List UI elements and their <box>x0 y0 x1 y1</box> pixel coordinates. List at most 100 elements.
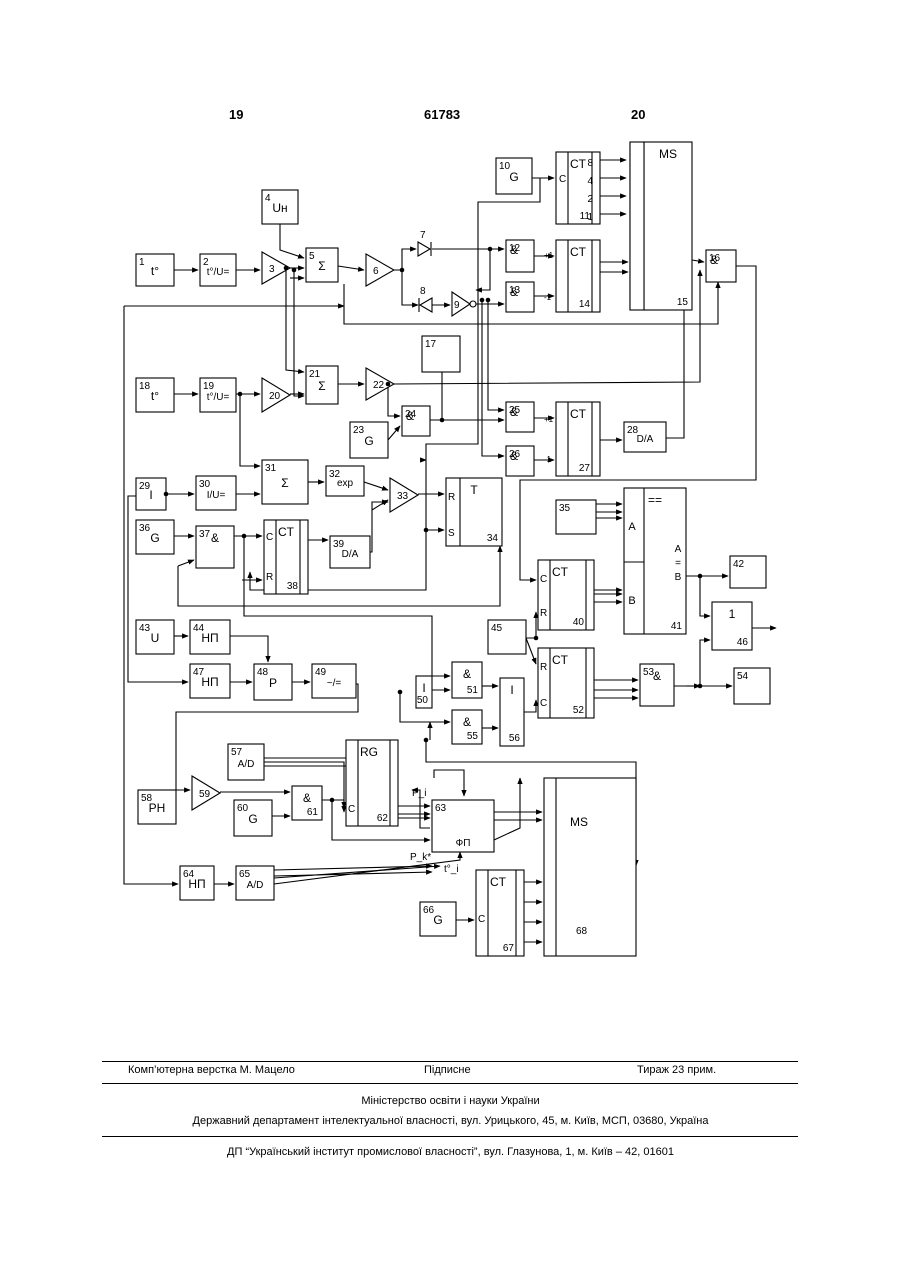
block-50-number: 50 <box>417 695 429 706</box>
block-21-label: Σ <box>318 379 325 393</box>
footer-signed: Підписне <box>424 1064 471 1076</box>
block-14-label: CT <box>570 245 587 259</box>
footer-rule-2 <box>102 1083 798 1084</box>
block-65-label: A/D <box>247 880 264 891</box>
port-c-40: C <box>540 574 547 585</box>
block-27-number: 27 <box>579 463 591 474</box>
block-54-number: 54 <box>737 671 749 682</box>
junction-dot-17 <box>330 798 335 803</box>
footer-institute: ДП “Український інститут промислової вла… <box>0 1146 901 1158</box>
port-a-eq-b-sign: = <box>675 558 681 569</box>
block-19-label: t°/U= <box>207 392 230 403</box>
block-68 <box>544 778 636 956</box>
junction-dot-8 <box>440 418 445 423</box>
wire-35 <box>482 300 504 456</box>
block-67-number: 67 <box>503 943 515 954</box>
block-37-label: & <box>211 531 219 545</box>
block-17-number: 17 <box>425 339 437 350</box>
footer-circulation: Тираж 23 прим. <box>637 1064 716 1076</box>
block-47-label: НП <box>201 675 218 689</box>
block-53-label: & <box>653 669 661 683</box>
block-46-label: 1 <box>729 607 736 621</box>
block-68-number: 68 <box>576 926 588 937</box>
wire-67 <box>526 638 536 664</box>
block-24-label: & <box>406 409 414 423</box>
block-5-number: 5 <box>309 251 315 262</box>
block-57-label: A/D <box>238 759 255 770</box>
block-2-label: t°/U= <box>207 267 230 278</box>
footer-department: Державний департамент інтелектуальної вл… <box>0 1115 901 1127</box>
wire-89 <box>434 770 464 796</box>
junction-dot-18 <box>424 738 429 743</box>
ct11-bit-4: 4 <box>587 176 593 187</box>
block-23-number: 23 <box>353 425 365 436</box>
ct11-bit-8: 8 <box>587 158 593 169</box>
block-33-number: 33 <box>397 491 409 502</box>
junction-dot-4 <box>488 247 493 252</box>
junction-dot-9 <box>238 392 243 397</box>
block-26-label: & <box>510 449 518 463</box>
block-23-label: G <box>364 434 373 448</box>
block-48-label: P <box>269 676 277 690</box>
block-58-label: PH <box>149 801 166 815</box>
block-66-label: G <box>433 913 442 927</box>
block-67-label: CT <box>490 875 507 889</box>
port-plus1-27: +1 <box>544 415 554 424</box>
port-a: A <box>628 521 636 533</box>
block-38-number: 38 <box>287 581 299 592</box>
block-65-number: 65 <box>239 869 251 880</box>
block-55-number: 55 <box>467 731 479 742</box>
block-29-label: I <box>149 488 152 502</box>
junction-dot-5 <box>480 298 485 303</box>
block-63-number: 63 <box>435 803 447 814</box>
block-9-number: 9 <box>454 300 460 311</box>
wire-5 <box>338 266 364 270</box>
junction-dot-6 <box>486 298 491 303</box>
wire-41 <box>236 394 260 466</box>
block-61-label: & <box>303 791 311 805</box>
wire-100 <box>494 778 520 840</box>
port-a-eq-b-b: B <box>675 572 682 583</box>
port-minus1-14: -1 <box>544 293 552 302</box>
port-minus1-27: -1 <box>544 455 552 464</box>
block-49-number: 49 <box>315 667 327 678</box>
block-16-label: & <box>710 253 718 267</box>
port-plus1-14: +1 <box>544 251 554 260</box>
block-50-label: I <box>422 681 425 695</box>
wire-8 <box>294 270 304 396</box>
ct11-bit-2: 2 <box>587 194 593 205</box>
block-7-number: 7 <box>420 230 426 241</box>
block-35-number: 35 <box>559 503 571 514</box>
wire-23 <box>692 260 704 262</box>
block-15-inputs <box>630 142 644 310</box>
block-10-label: G <box>509 170 518 184</box>
block-13-label: & <box>510 285 518 299</box>
block-1-label: t° <box>151 264 159 278</box>
block-40-label: CT <box>552 565 569 579</box>
block-15-number: 15 <box>677 297 689 308</box>
port-t-i: t°_i <box>444 864 459 875</box>
block-15 <box>644 142 692 310</box>
block-6 <box>366 254 394 286</box>
block-11-label: CT <box>570 157 587 171</box>
block-7 <box>418 242 430 256</box>
block-57-number: 57 <box>231 747 243 758</box>
block-62-number: 62 <box>377 813 389 824</box>
block-63-label: ФП <box>456 838 471 849</box>
block-12-label: & <box>510 243 518 257</box>
block-18-label: t° <box>151 389 159 403</box>
port-c-62: C <box>348 804 355 815</box>
block-34-number: 34 <box>487 533 499 544</box>
block-45-number: 45 <box>491 623 503 634</box>
block-18-number: 18 <box>139 381 151 392</box>
wire-31 <box>388 384 400 416</box>
block-62-label: RG <box>360 745 378 759</box>
block-32-label: exp <box>337 478 354 489</box>
block-41-label: == <box>648 493 662 507</box>
block-59-number: 59 <box>199 789 211 800</box>
block-4-label: Uн <box>272 201 287 215</box>
wire-32 <box>388 426 400 440</box>
block-46-number: 46 <box>737 637 749 648</box>
junction-dot-16 <box>398 690 403 695</box>
junction-dot-1 <box>284 266 289 271</box>
